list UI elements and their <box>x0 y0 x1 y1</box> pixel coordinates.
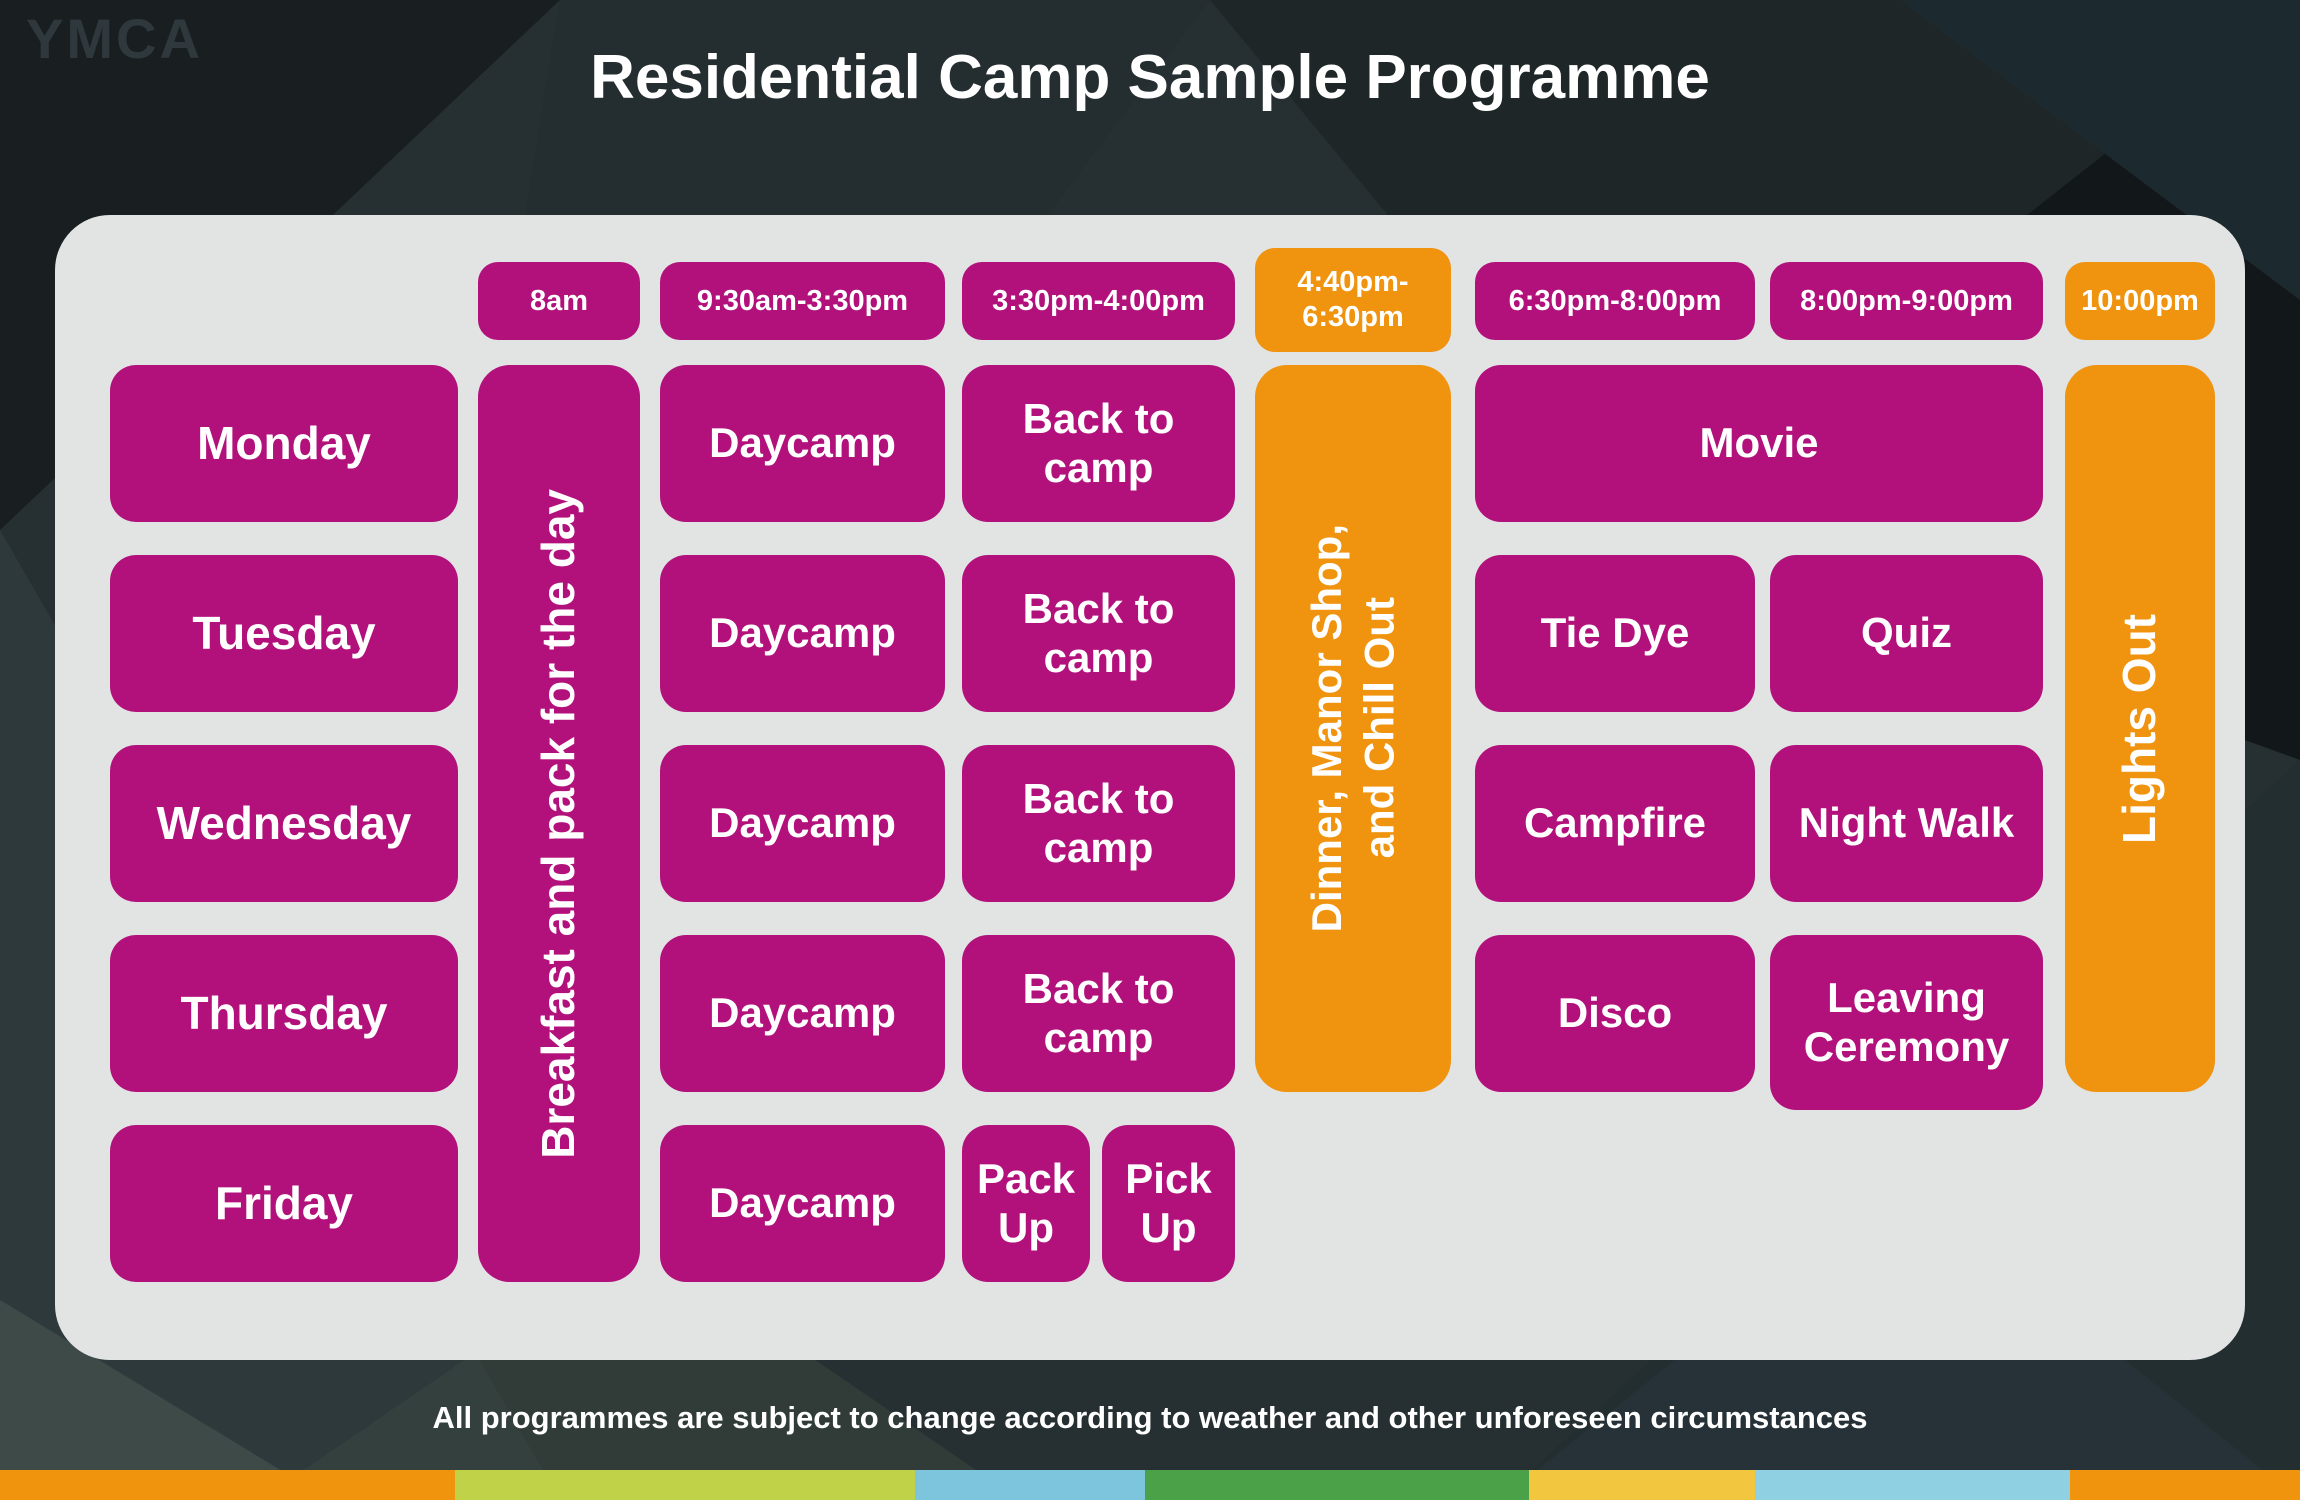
cell-friday-daycamp: Daycamp <box>660 1125 945 1282</box>
cell-wednesday-night-walk: Night Walk <box>1770 745 2043 902</box>
page-title: Residential Camp Sample Programme <box>590 43 1710 112</box>
breakfast-label: Breakfast and pack for the day <box>532 488 585 1159</box>
footer-strip-segment-lime <box>455 1470 916 1500</box>
cell-thursday-leaving-ceremony: Leaving Ceremony <box>1770 935 2043 1110</box>
cell-thursday-disco: Disco <box>1475 935 1755 1092</box>
cell-tuesday-daycamp: Daycamp <box>660 555 945 712</box>
time-header-dinner: 4:40pm-6:30pm <box>1255 248 1451 352</box>
day-label-thursday: Thursday <box>110 935 458 1092</box>
footer-strip-segment-yellow <box>1529 1470 1755 1500</box>
cell-tuesday-back-to-camp: Back to camp <box>962 555 1235 712</box>
time-header-daycamp: 9:30am-3:30pm <box>660 262 945 340</box>
footer-strip-segment-lightblue <box>1754 1470 2070 1500</box>
cell-friday-pack-up: Pack Up <box>962 1125 1090 1282</box>
cell-monday-back-to-camp: Back to camp <box>962 365 1235 522</box>
footer-strip-segment-blue <box>915 1470 1146 1500</box>
footer-color-strip <box>0 1470 2300 1500</box>
cell-wednesday-daycamp: Daycamp <box>660 745 945 902</box>
lights-out-bar: Lights Out <box>2065 365 2215 1092</box>
cell-thursday-daycamp: Daycamp <box>660 935 945 1092</box>
cell-wednesday-campfire: Campfire <box>1475 745 1755 902</box>
cell-tuesday-tie-dye: Tie Dye <box>1475 555 1755 712</box>
day-label-tuesday: Tuesday <box>110 555 458 712</box>
cell-monday-daycamp: Daycamp <box>660 365 945 522</box>
time-header-lights-out: 10:00pm <box>2065 262 2215 340</box>
cell-tuesday-quiz: Quiz <box>1770 555 2043 712</box>
cell-monday-movie: Movie <box>1475 365 2043 522</box>
cell-wednesday-back-to-camp: Back to camp <box>962 745 1235 902</box>
day-label-monday: Monday <box>110 365 458 522</box>
cell-thursday-back-to-camp: Back to camp <box>962 935 1235 1092</box>
time-header-8am: 8am <box>478 262 640 340</box>
lights-out-label: Lights Out <box>2113 613 2166 844</box>
day-label-friday: Friday <box>110 1125 458 1282</box>
ymca-logo: YMCA <box>26 7 203 70</box>
cell-friday-pick-up: Pick Up <box>1102 1125 1235 1282</box>
time-header-back-to-camp: 3:30pm-4:00pm <box>962 262 1235 340</box>
breakfast-bar: Breakfast and pack for the day <box>478 365 640 1282</box>
footer-strip-segment-orange <box>0 1470 456 1500</box>
day-label-wednesday: Wednesday <box>110 745 458 902</box>
footer-strip-segment-green <box>1145 1470 1530 1500</box>
disclaimer-text: All programmes are subject to change acc… <box>432 1400 1868 1435</box>
dinner-label: Dinner, Manor Shop, and Chill Out <box>1302 524 1403 933</box>
dinner-bar: Dinner, Manor Shop, and Chill Out <box>1255 365 1451 1092</box>
footer-strip-segment-orange-2 <box>2069 1470 2300 1500</box>
time-header-evening-2: 8:00pm-9:00pm <box>1770 262 2043 340</box>
time-header-evening-1: 6:30pm-8:00pm <box>1475 262 1755 340</box>
